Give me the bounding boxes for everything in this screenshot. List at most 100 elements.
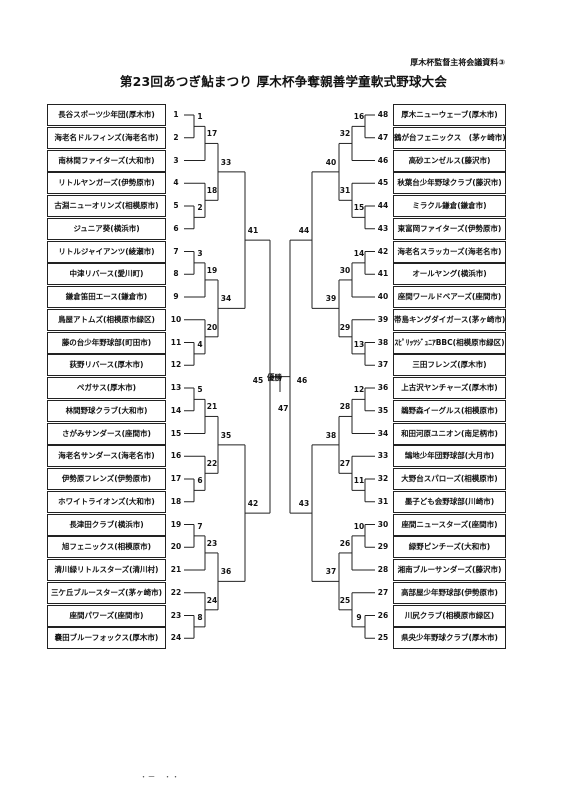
left-r2-game-number: 18	[206, 186, 218, 196]
right-team-name: 上古沢ヤンチャーズ(厚木市)	[393, 377, 506, 399]
left-team-seed: 22	[170, 587, 182, 597]
right-team-name: 鵠地少年団野球部(大月市)	[393, 445, 506, 468]
left-r1-game-number: 8	[197, 612, 203, 622]
left-r1-game-number: 4	[197, 339, 203, 349]
right-r1-game-number: 15	[353, 203, 365, 213]
right-r3-game-number: 39	[325, 294, 337, 304]
right-r1-game-number: 10	[353, 521, 365, 531]
right-r3-game-number: 37	[325, 567, 337, 577]
left-r1-game-number: 1	[197, 112, 203, 122]
left-team-seed: 9	[173, 292, 179, 301]
right-r2-game-number: 26	[339, 538, 351, 548]
right-team-seed: 36	[377, 383, 389, 392]
right-team-name: 高砂エンゼルス(藤沢市)	[393, 149, 506, 172]
final-game-number: 47	[278, 404, 289, 413]
right-team-name: 東富岡ファイターズ(伊勢原市)	[393, 217, 506, 240]
right-team-name: 大野台スパローズ(相模原市)	[393, 468, 506, 490]
right-team-seed: 40	[377, 292, 389, 301]
left-team-seed: 2	[173, 132, 179, 142]
right-team-seed: 32	[377, 474, 389, 483]
left-team-name: 藤の台少年野球部(町田市)	[47, 331, 166, 354]
right-r1-game-number: 12	[353, 385, 365, 395]
left-r3-game-number: 36	[220, 567, 232, 577]
right-team-name: ｽﾋﾟﾘｯﾂｼﾞｭﾆｱBBC(相模原市緑区)	[393, 331, 506, 354]
left-team-seed: 18	[170, 496, 182, 506]
right-team-seed: 25	[377, 633, 389, 643]
left-semifinal-game-number: 45	[252, 375, 264, 385]
left-r3-game-number: 34	[220, 294, 232, 304]
right-r1-game-number: 9	[356, 612, 362, 622]
right-team-seed: 26	[377, 610, 389, 620]
left-team-seed: 16	[170, 451, 182, 461]
left-team-name: 長津田クラブ(横浜市)	[47, 513, 166, 536]
right-team-name: 座間ワールドベアーズ(座間市)	[393, 286, 506, 308]
right-r1-game-number: 13	[353, 339, 365, 349]
left-team-name: 長谷スポーツ少年団(厚木市)	[47, 104, 166, 126]
left-team-name: さがみサンダース(座間市)	[47, 422, 166, 445]
right-r1-game-number: 16	[353, 112, 365, 122]
left-r3-game-number: 35	[220, 430, 232, 440]
left-r2-game-number: 24	[206, 595, 218, 605]
right-r3-game-number: 38	[325, 430, 337, 440]
right-r4-game-number: 44	[298, 226, 310, 236]
left-r1-game-number: 7	[197, 521, 203, 531]
right-team-name: 湘南ブルーサンダーズ(藤沢市)	[393, 559, 506, 581]
left-team-name: 三ケ丘ブルースターズ(茅ヶ崎市)	[47, 581, 166, 604]
left-team-seed: 20	[170, 542, 182, 552]
scan-mark: ・ー ・・	[140, 773, 180, 781]
left-team-name: 海老名ドルフィンズ(海老名市)	[47, 126, 166, 149]
left-team-seed: 5	[173, 201, 179, 210]
right-team-seed: 29	[377, 542, 389, 552]
left-team-seed: 19	[170, 519, 182, 529]
right-r2-game-number: 31	[339, 186, 351, 196]
left-r2-game-number: 20	[206, 322, 218, 332]
right-team-name: オールヤング(横浜市)	[393, 263, 506, 286]
left-team-seed: 1	[173, 110, 179, 119]
left-r1-game-number: 2	[197, 203, 203, 213]
left-team-name: 古淵ニューオリンズ(相模原市)	[47, 195, 166, 217]
left-team-seed: 14	[170, 405, 182, 415]
left-r1-game-number: 3	[197, 248, 203, 258]
left-team-seed: 13	[170, 383, 182, 392]
right-team-name: 緑野ピンチーズ(大和市)	[393, 536, 506, 559]
right-team-seed: 47	[377, 132, 389, 142]
right-team-name: ミラクル鎌倉(鎌倉市)	[393, 195, 506, 217]
right-team-name: 座間ニュースターズ(座間市)	[393, 513, 506, 536]
right-team-seed: 48	[377, 110, 389, 119]
right-team-seed: 31	[377, 496, 389, 506]
right-semifinal-game-number: 46	[296, 375, 308, 385]
right-team-name: 海老名スラッカーズ(海老名市)	[393, 240, 506, 263]
right-team-name: 厚木ニューウェーブ(厚木市)	[393, 104, 506, 126]
left-r4-game-number: 42	[247, 499, 259, 509]
right-r2-game-number: 28	[339, 402, 351, 412]
right-team-name: 和田河原ユニオン(南足柄市)	[393, 422, 506, 445]
left-team-seed: 3	[173, 155, 179, 165]
right-team-name: 帯島キングダイガース(茅ヶ崎市)	[393, 308, 506, 331]
right-r2-game-number: 32	[339, 129, 351, 139]
left-team-seed: 4	[173, 178, 179, 188]
left-team-name: 嚢田ブルーフォックス(厚木市)	[47, 627, 166, 650]
right-team-seed: 42	[377, 246, 389, 256]
left-team-seed: 11	[170, 337, 182, 347]
left-team-name: 清川緑リトルスターズ(清川村)	[47, 559, 166, 581]
left-r2-game-number: 21	[206, 402, 218, 412]
right-team-name: 川尻クラブ(相模原市緑区)	[393, 604, 506, 627]
right-team-seed: 39	[377, 314, 389, 324]
right-team-name: 高部屋少年野球部(伊勢原市)	[393, 581, 506, 604]
left-team-seed: 15	[170, 428, 182, 438]
right-team-seed: 35	[377, 405, 389, 415]
right-r1-game-number: 11	[353, 476, 365, 486]
right-team-seed: 34	[377, 428, 389, 438]
left-team-name: 鎌倉笛田エース(鎌倉市)	[47, 286, 166, 308]
left-team-seed: 12	[170, 360, 182, 370]
right-team-seed: 38	[377, 337, 389, 347]
left-r2-game-number: 19	[206, 265, 218, 275]
left-team-name: 海老名サンダース(海老名市)	[47, 445, 166, 468]
left-team-seed: 24	[170, 633, 182, 643]
right-r1-game-number: 14	[353, 248, 365, 258]
left-r3-game-number: 33	[220, 157, 232, 167]
left-team-seed: 17	[170, 474, 182, 483]
left-team-name: 南林間ファイターズ(大和市)	[47, 149, 166, 172]
left-team-seed: 7	[173, 246, 179, 256]
